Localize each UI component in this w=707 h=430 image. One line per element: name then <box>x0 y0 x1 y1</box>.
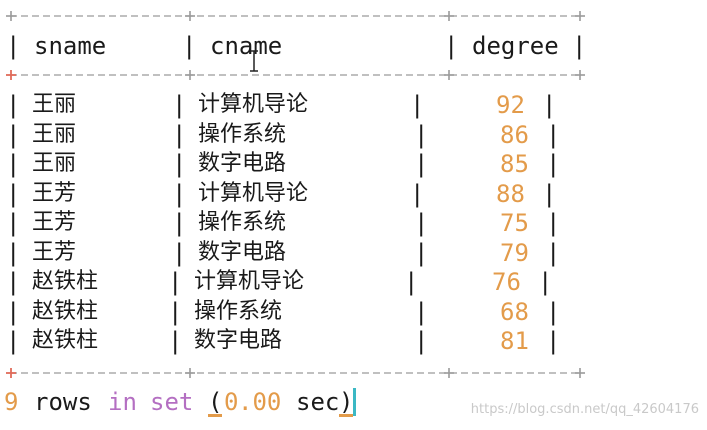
in-keyword: in <box>108 388 137 416</box>
cell-separator: | <box>546 209 561 237</box>
cell-separator: | <box>546 298 561 326</box>
cell-degree: 79 <box>500 239 529 267</box>
cell-sname: 王芳 <box>32 240 77 265</box>
cell-degree: 68 <box>500 298 529 326</box>
set-keyword: set <box>150 388 194 416</box>
header-degree: degree <box>472 32 559 60</box>
cell-separator: | <box>6 268 21 296</box>
cell-sname: 王丽 <box>32 122 77 147</box>
cell-separator: | <box>6 239 21 267</box>
cell-separator: | <box>410 91 425 119</box>
cell-separator: | <box>6 150 21 178</box>
cell-separator: | <box>410 180 425 208</box>
watermark: https://blog.csdn.net/qq_42604176 <box>470 402 699 417</box>
cell-separator: | <box>168 268 183 296</box>
cell-sname: 王芳 <box>32 181 77 206</box>
header-cname: cname <box>210 32 283 60</box>
header-separator: | <box>6 32 21 60</box>
header-separator: | <box>572 32 587 60</box>
table-border-top <box>4 1 586 31</box>
cell-sname: 王丽 <box>32 92 77 117</box>
cell-degree: 88 <box>496 180 525 208</box>
cell-degree: 85 <box>500 150 529 178</box>
cell-cname: 计算机导论 <box>198 181 309 206</box>
paren-match-underline-close <box>339 414 353 417</box>
cell-separator: | <box>546 150 561 178</box>
cell-separator: | <box>546 327 561 355</box>
cell-separator: | <box>172 91 187 119</box>
sec-word: sec <box>296 388 340 416</box>
cell-cname: 操作系统 <box>198 210 287 235</box>
cell-sname: 赵铁柱 <box>32 269 99 294</box>
table-border-bottom <box>4 358 586 388</box>
cell-separator: | <box>404 268 419 296</box>
cell-separator: | <box>168 327 183 355</box>
time-zero: 0 <box>224 388 239 416</box>
cell-degree: 75 <box>500 209 529 237</box>
cell-sname: 王芳 <box>32 210 77 235</box>
cell-separator: | <box>414 150 429 178</box>
cell-separator: | <box>546 121 561 149</box>
cell-cname: 数字电路 <box>194 328 283 353</box>
cell-separator: | <box>172 150 187 178</box>
cell-separator: | <box>6 327 21 355</box>
cell-separator: | <box>414 327 429 355</box>
cell-separator: | <box>546 239 561 267</box>
cell-separator: | <box>414 209 429 237</box>
cell-separator: | <box>6 209 21 237</box>
cell-separator: | <box>6 298 21 326</box>
cell-degree: 76 <box>492 268 521 296</box>
cell-separator: | <box>172 239 187 267</box>
cell-cname: 数字电路 <box>198 151 287 176</box>
header-separator: | <box>444 32 459 60</box>
cell-separator: | <box>542 180 557 208</box>
cell-cname: 操作系统 <box>198 122 287 147</box>
cell-separator: | <box>414 121 429 149</box>
cell-cname: 计算机导论 <box>198 92 309 117</box>
cell-sname: 赵铁柱 <box>32 328 99 353</box>
cell-cname: 计算机导论 <box>194 269 305 294</box>
cell-separator: | <box>542 91 557 119</box>
cell-separator: | <box>6 91 21 119</box>
cell-separator: | <box>168 298 183 326</box>
cell-separator: | <box>172 209 187 237</box>
cell-cname: 数字电路 <box>198 240 287 265</box>
time-decimal: .00 <box>238 388 282 416</box>
cell-separator: | <box>172 121 187 149</box>
cell-degree: 86 <box>500 121 529 149</box>
terminal-cursor[interactable] <box>353 388 356 416</box>
cell-degree: 92 <box>496 91 525 119</box>
cell-separator: | <box>172 180 187 208</box>
cell-separator: | <box>414 239 429 267</box>
paren-match-underline <box>208 414 222 417</box>
cell-separator: | <box>414 298 429 326</box>
cell-sname: 王丽 <box>32 151 77 176</box>
row-count: 9 <box>4 388 19 416</box>
cell-separator: | <box>538 268 553 296</box>
rows-word: rows <box>34 388 92 416</box>
cell-separator: | <box>6 180 21 208</box>
cell-sname: 赵铁柱 <box>32 299 99 324</box>
text-cursor-ibeam-icon <box>249 50 259 78</box>
cell-separator: | <box>6 121 21 149</box>
header-sname: sname <box>34 32 107 60</box>
close-paren: ) <box>339 388 354 416</box>
cell-cname: 操作系统 <box>194 299 283 324</box>
header-separator: | <box>182 32 197 60</box>
open-paren: ( <box>208 388 223 416</box>
table-border-header <box>4 60 586 90</box>
cell-degree: 81 <box>500 327 529 355</box>
